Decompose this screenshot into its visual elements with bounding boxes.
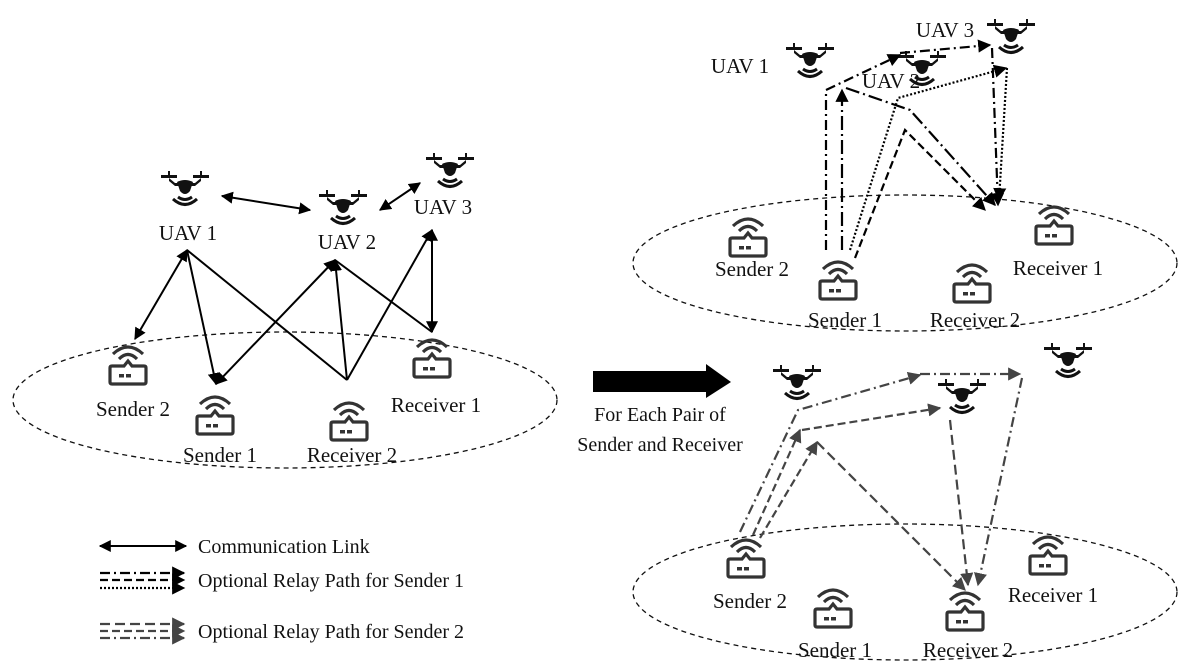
relay-path-uav2-uav3 <box>899 39 992 55</box>
uav-1-label: UAV 1 <box>159 221 217 245</box>
transition-caption-line2: Sender and Receiver <box>577 434 743 456</box>
link-uav1-uav2 <box>220 191 312 215</box>
uav-3-drone-icon <box>985 17 1037 54</box>
receiver-1-router-icon <box>412 338 452 379</box>
uav-1-drone-icon <box>784 41 836 78</box>
uav-1-drone-icon <box>159 169 211 206</box>
link-uav2-receiver1 <box>334 259 433 333</box>
relay-path-uav2-r2 <box>948 419 974 587</box>
receiver-2-router-icon <box>945 591 985 632</box>
sender-1-label: Sender 1 <box>798 638 872 662</box>
bottom-right-panel: Sender 2 Sender 1 Receiver 2 Receiver 1 <box>632 341 1178 662</box>
relay-path-uav3dot-r1 <box>993 67 1009 202</box>
sender-2-label: Sender 2 <box>713 589 787 613</box>
link-uav3-receiver2 <box>346 228 433 381</box>
receiver-2-router-icon <box>952 263 992 304</box>
receiver-1-label: Receiver 1 <box>391 393 481 417</box>
link-uav1-sender2 <box>134 248 188 341</box>
sender-1-router-icon <box>813 588 853 629</box>
legend-label: Optional Relay Path for Sender 2 <box>198 621 464 643</box>
uav-2-drone-icon <box>317 188 369 225</box>
uav-3-label: UAV 3 <box>916 18 974 42</box>
ground-area-ellipse <box>632 523 1178 661</box>
sender-1-label: Sender 1 <box>183 443 257 467</box>
relay-path-s2-mid-r2 <box>759 440 818 539</box>
sender-2-label: Sender 2 <box>715 257 789 281</box>
link-uav2-uav3 <box>379 182 421 211</box>
left-panel: UAV 1 UAV 2 UAV 3 Sender 2 Sender 1 Rece… <box>12 151 558 469</box>
transition-arrow-icon <box>593 364 731 398</box>
link-uav2-sender1 <box>215 259 336 385</box>
uav-2-label: UAV 2 <box>862 69 920 93</box>
receiver-1-router-icon <box>1028 535 1068 576</box>
receiver-2-router-icon <box>329 401 369 442</box>
link-uav2-receiver2 <box>330 258 348 381</box>
relay-path-s2-uav1-uav3-r2 <box>739 371 922 533</box>
receiver-2-label: Receiver 2 <box>923 638 1013 662</box>
relay-path-uav1-mid-r1 <box>845 86 996 206</box>
relay-path-s1-uav2dot-uav3-r1 <box>848 64 1008 251</box>
relay-path-s1-uav1-uav2-uav3-r1 <box>824 54 902 250</box>
legend-label: Communication Link <box>198 536 370 558</box>
sender2-relay-paths <box>739 367 1024 591</box>
legend: Communication Link Optional Relay Path f… <box>98 536 464 645</box>
legend-label: Optional Relay Path for Sender 1 <box>198 570 464 592</box>
legend-item-sender2-path: Optional Relay Path for Sender 2 <box>100 617 464 645</box>
receiver-2-label: Receiver 2 <box>307 443 397 467</box>
sender-2-router-icon <box>728 217 768 258</box>
receiver-1-label: Receiver 1 <box>1013 256 1103 280</box>
top-right-panel: UAV 1 UAV 2 UAV 3 Sender 2 Sender 1 Rece… <box>632 17 1178 332</box>
sender-1-router-icon <box>195 395 235 436</box>
sender1-relay-paths <box>824 39 1009 259</box>
legend-sender1-line-icon <box>100 566 186 595</box>
receiver-1-label: Receiver 1 <box>1008 583 1098 607</box>
link-uav1-sender1 <box>186 249 220 386</box>
sender-2-router-icon <box>726 538 766 579</box>
sender-2-label: Sender 2 <box>96 397 170 421</box>
relay-path-s1-uav2-r1 <box>853 128 986 259</box>
legend-item-communication-link: Communication Link <box>98 536 370 558</box>
sender-1-router-icon <box>818 260 858 301</box>
legend-item-sender1-path: Optional Relay Path for Sender 1 <box>100 566 464 595</box>
receiver-1-router-icon <box>1034 205 1074 246</box>
uav-3-drone-icon <box>424 151 476 188</box>
uav-2-drone-icon <box>936 377 988 414</box>
uav-1-label: UAV 1 <box>711 54 769 78</box>
transition-caption-line1: For Each Pair of <box>594 404 726 426</box>
sender-1-label: Sender 1 <box>808 308 882 332</box>
uav-1-drone-icon <box>771 363 823 400</box>
relay-path-uav1-uav2 <box>801 403 942 432</box>
uav-3-label: UAV 3 <box>414 195 472 219</box>
receiver-2-label: Receiver 2 <box>930 308 1020 332</box>
transition: For Each Pair of Sender and Receiver <box>577 364 743 456</box>
ground-area-ellipse <box>632 194 1178 332</box>
sender-2-router-icon <box>108 345 148 386</box>
uav-3-drone-icon <box>1042 341 1094 378</box>
relay-path-mid-r2 <box>816 441 966 591</box>
uav-2-label: UAV 2 <box>318 230 376 254</box>
relay-path-uav3-r2 <box>974 377 1024 587</box>
legend-sender2-line-icon <box>100 617 186 645</box>
communication-links <box>134 182 438 386</box>
relay-path-s2-uav1-uav2 <box>751 428 802 536</box>
